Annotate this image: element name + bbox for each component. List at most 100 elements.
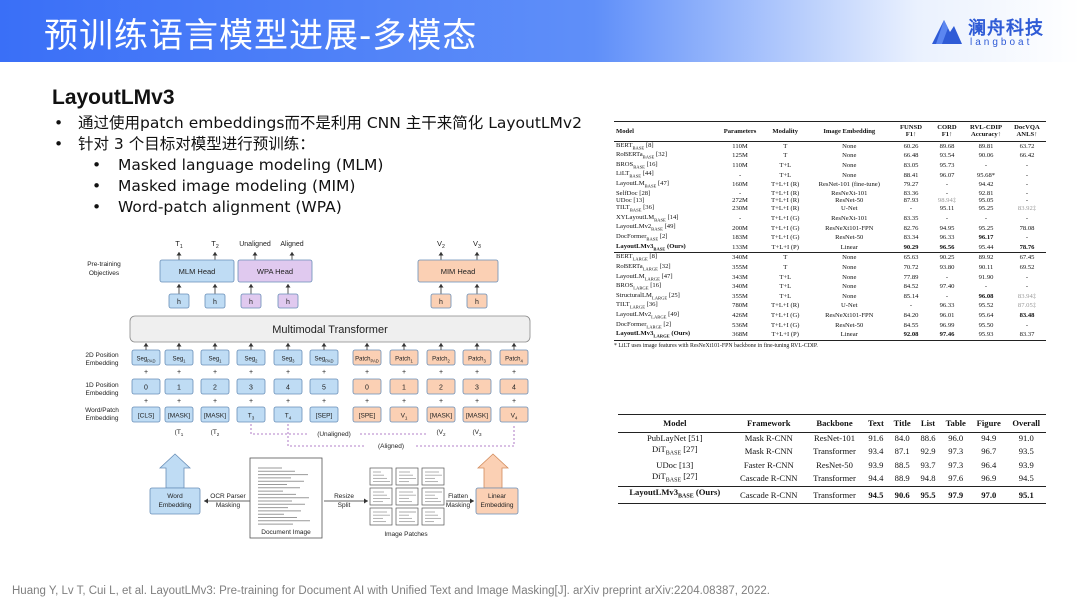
flatten-arrow-head (470, 498, 474, 504)
arrow-head (511, 343, 517, 347)
document-image-label: Document Image (261, 529, 311, 536)
table1-cell: ResNeXt-101 (831, 215, 868, 222)
mlm-head-box (159, 259, 235, 283)
arrow-head (252, 252, 258, 256)
top-label-t1: T1 (175, 239, 183, 250)
table1-cell: 87.05‡ (1017, 302, 1037, 310)
table1-cell: Linear (840, 243, 858, 251)
table1-cell: 92.81 (978, 189, 994, 197)
pos-embedding-box (426, 378, 456, 395)
table1-cell: 87.93 (903, 196, 919, 204)
table1-cell: T+L+I (P) (771, 331, 799, 339)
bullet-list: 通过使用patch embeddings而不是利用 CNN 主干来简化 Layo… (52, 113, 582, 218)
word-embedding-arrow (158, 453, 192, 489)
table1-cell: - (945, 215, 949, 222)
table1-cell: - (984, 215, 988, 222)
linear-embedding-arrow (476, 453, 510, 489)
plus-sign: + (475, 398, 479, 405)
arrow-head (248, 343, 254, 347)
table2-header: Overall (1012, 418, 1041, 428)
seg-embedding-label: SegPAD (315, 357, 334, 364)
table2-cell: Cascade R-CNN (740, 473, 798, 484)
table2-cell: 91.0 (1018, 433, 1034, 443)
flatten-label: Masking (446, 502, 471, 509)
plus-sign: + (286, 398, 290, 405)
table2-cell: 93.9 (868, 459, 884, 470)
table2-cell: ResNet-101 (813, 433, 856, 443)
hidden-state-label: h (213, 299, 217, 306)
row-label: Embedding (86, 390, 119, 397)
table1-model-cell: LayoutLMv2BASE [49] (616, 223, 676, 232)
pos-embedding-label: 5 (322, 385, 326, 392)
table1-cell: 79.27 (903, 181, 919, 189)
hidden-state-box (430, 293, 452, 309)
table1-cell: None (842, 142, 857, 150)
table1-cell: 83.35 (903, 215, 919, 222)
image-patch (395, 507, 419, 526)
table2-cell: 91.6 (868, 433, 884, 443)
table1-cell: - (984, 283, 988, 291)
table1-cell: 89.81 (978, 142, 994, 150)
row-label: Embedding (86, 360, 119, 367)
table1-cell: T+L+I (R) (771, 189, 800, 197)
pos-embedding-box (273, 378, 303, 395)
pos-embedding-label: 3 (475, 385, 479, 392)
table1-cell: - (945, 292, 949, 300)
table1-cell: T+L+I (R) (771, 302, 800, 310)
token-embedding-box (499, 406, 529, 423)
table1-cell: 95.11 (939, 205, 955, 213)
table1-cell: T+L (779, 161, 792, 169)
table2-cell: 94.9 (981, 433, 997, 443)
table1-cell: 536M (732, 321, 748, 329)
table1-cell: ResNeXt101-FPN (825, 312, 874, 320)
table1-cell: T (783, 152, 788, 160)
pos-embedding-box (164, 378, 194, 395)
table1-cell: 95.05 (978, 196, 994, 204)
arrow-head (438, 343, 444, 347)
table2-cell: 96.9 (981, 473, 997, 484)
table1-cell: - (945, 181, 949, 189)
image-patch (395, 487, 419, 506)
row-label: 1D Position (85, 382, 119, 389)
table1-cell: - (1025, 234, 1029, 242)
table1-header: DocVQA ANLS↑ (1014, 124, 1040, 139)
table1-cell: 95.25 (978, 205, 994, 213)
table1-cell: - (1025, 321, 1029, 329)
resize-label: Split (338, 502, 351, 509)
table1-model-cell: BROSLARGE [16] (616, 282, 662, 291)
mim-head-label: MIM Head (441, 267, 476, 276)
table1-footnote: * LiLT uses image features with ResNeXt1… (614, 342, 818, 349)
table2-cell: 97.3 (948, 459, 964, 470)
table2-cell: 97.0 (981, 489, 997, 500)
table1-cell: 84.20 (903, 312, 919, 320)
plus-sign: + (249, 398, 253, 405)
pos-embedding-label: 4 (512, 385, 516, 392)
table1-model-cell: LayoutLMv3BASE (Ours) (616, 242, 686, 251)
bullet-item: 针对 3 个目标对模型进行预训练： (52, 134, 582, 155)
seg-embedding-label: PatchPAD (355, 357, 379, 364)
row-label: Word/Patch (85, 407, 119, 414)
table1-cell: 83.48 (1019, 312, 1035, 320)
arrow-head (248, 284, 254, 288)
table1-cell: 96.08 (978, 292, 994, 300)
table1-cell: 93.80 (939, 264, 955, 272)
top-label-aligned: Aligned (280, 241, 303, 248)
table2-cell: Transformer (813, 489, 856, 500)
aligned-label: (Aligned) (378, 443, 404, 450)
hidden-state-box (466, 293, 488, 309)
table1-cell: 84.52 (903, 283, 919, 291)
image-patch (421, 487, 445, 506)
company-logo: 澜舟科技 langboat (930, 12, 1060, 52)
table1-cell: T+L+I (G) (770, 312, 800, 320)
bullet-item: 通过使用patch embeddings而不是利用 CNN 主干来简化 Layo… (52, 113, 582, 134)
arrow-head (212, 284, 218, 288)
table1-cell: 95.64 (978, 312, 994, 320)
table1-cell: 88.41 (903, 171, 919, 179)
table2-cell: 97.3 (948, 446, 964, 457)
table1-cell: 95.73 (939, 161, 955, 169)
table1-cell: None (842, 152, 857, 160)
